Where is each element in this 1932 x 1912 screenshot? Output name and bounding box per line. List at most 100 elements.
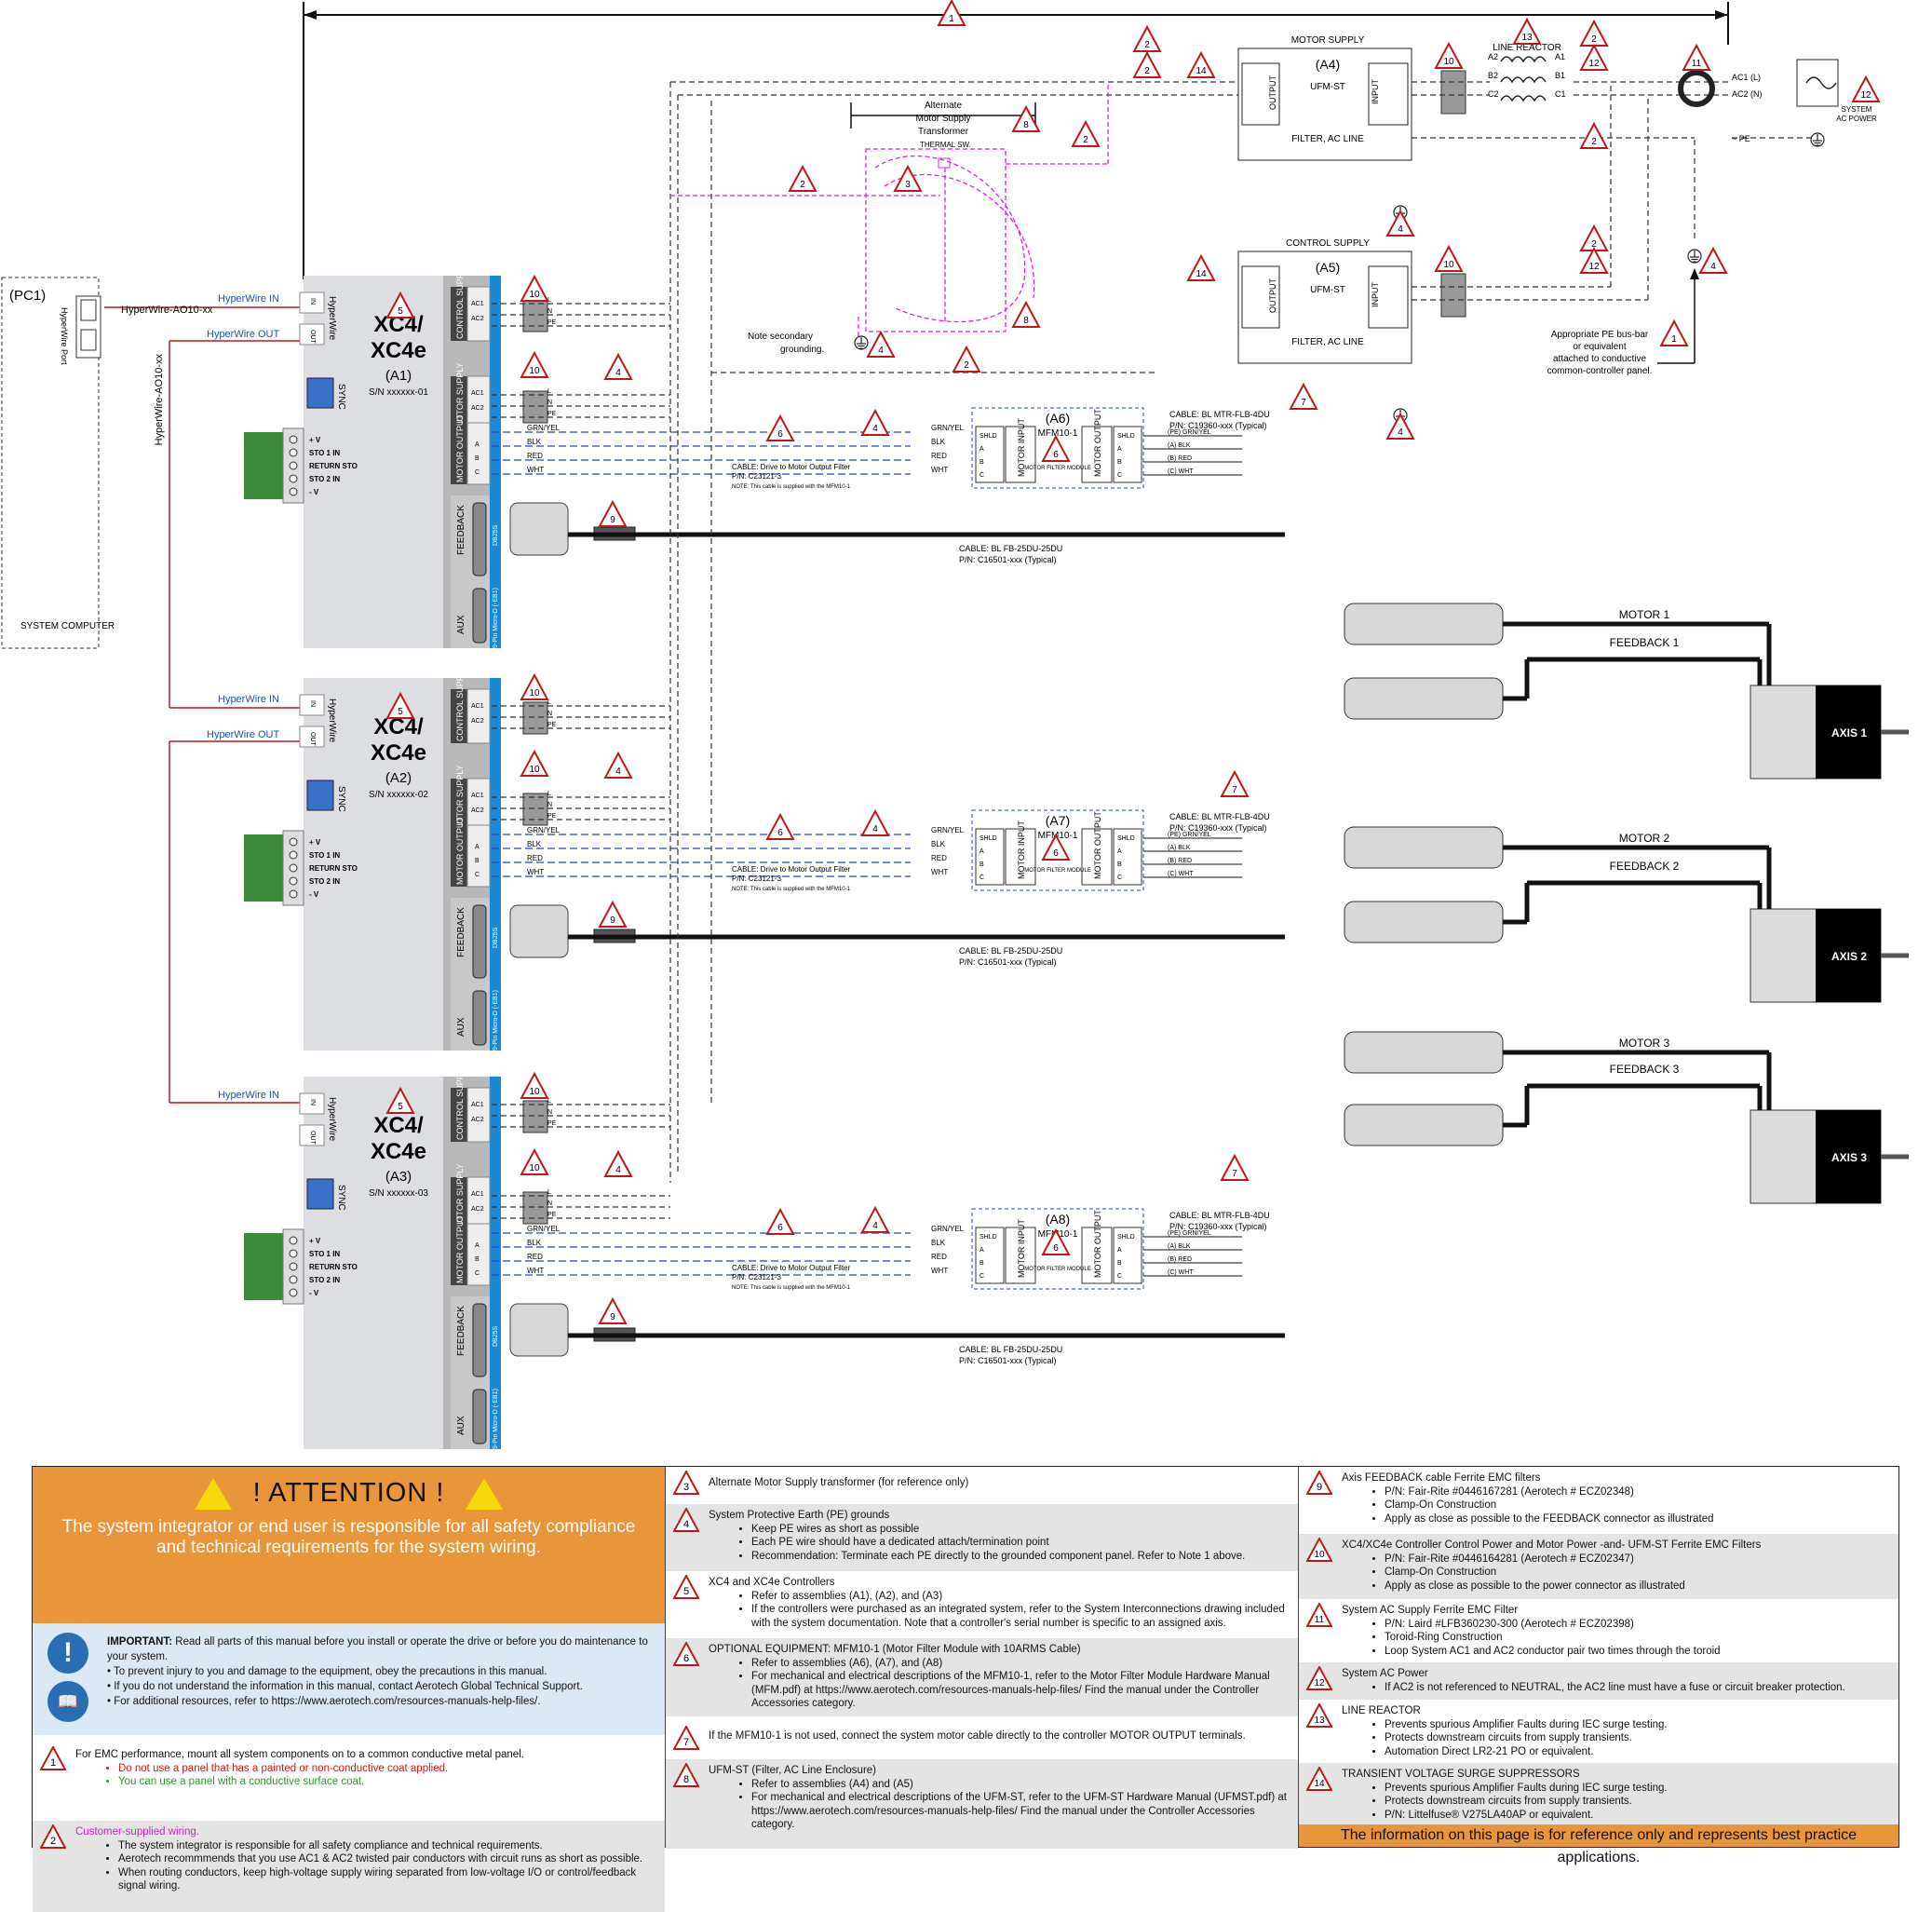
motor-wire-label: WHT (527, 868, 544, 876)
note-10-text: XC4/XC4e Controller Control Power and Mo… (1342, 1539, 1762, 1551)
pe-bus-note: Appropriate PE bus-bar or equivalent att… (1547, 330, 1653, 376)
svg-text:2: 2 (50, 1836, 56, 1847)
important-box: ! 📖 IMPORTANT: Read all parts of this ma… (33, 1623, 665, 1735)
filter-output-wire: (B) RED (1168, 1256, 1192, 1263)
supply-output: OUTPUT (1268, 75, 1277, 111)
svg-text:N: N (547, 1109, 552, 1116)
connector-block-label: MOTOR SUPPLY (455, 362, 465, 428)
axis-label: AXIS 2 (1831, 950, 1867, 963)
filter-output-wire: (B) RED (1168, 455, 1192, 462)
callout-13: 13 (1512, 17, 1542, 45)
exclamation-icon: ! (47, 1633, 88, 1674)
svg-text:PE: PE (547, 411, 557, 417)
ac2-label: AC2 (N) (1732, 89, 1763, 99)
svg-text:SHLD: SHLD (1117, 433, 1135, 440)
note-8-bullet-1: Refer to assemblies (A4) and (A5) (751, 1778, 1290, 1792)
svg-text:4: 4 (615, 368, 621, 378)
note-13-bullet-3: Automation Direct LR2-21 PO or equivalen… (1385, 1745, 1891, 1759)
svg-text:9: 9 (610, 515, 615, 525)
svg-text:3: 3 (683, 1482, 689, 1493)
svg-text:N: N (547, 1200, 552, 1207)
controller-sn: S/N xxxxxx-03 (369, 1188, 428, 1199)
svg-text:C: C (1117, 472, 1122, 479)
filter-module-id: (A6) (1046, 411, 1070, 426)
svg-text:RED: RED (931, 854, 947, 862)
connector-block-label: MOTOR SUPPLY (455, 1163, 465, 1229)
supply-id: (A4) (1316, 57, 1340, 72)
svg-text:10: 10 (529, 1087, 540, 1097)
sto-label: RETURN STO (309, 1263, 358, 1271)
svg-text:WHT: WHT (931, 1267, 948, 1275)
callout-2: 2 (1579, 19, 1609, 47)
motor-ac1-pin: AC1 (471, 793, 484, 799)
callout-0: 1 (937, 0, 966, 26)
svg-text:4: 4 (878, 346, 884, 356)
feedback-label: FEEDBACK (456, 505, 466, 555)
reactor-pin-b2: B2 (1488, 71, 1498, 80)
filter-output-wire: (C) WHT (1168, 871, 1194, 877)
connector-block-label: MOTOR OUTPUT (455, 414, 465, 482)
controller-name-2: XC4e (371, 1139, 426, 1164)
svg-text:10: 10 (529, 1163, 540, 1173)
note-7: 7 If the MFM10-1 is not used, connect th… (666, 1716, 1298, 1759)
callout-48: 9 (598, 499, 628, 527)
note-4: 4 System Protective Earth (PE) grounds K… (666, 1504, 1298, 1571)
filter-module-output: MOTOR OUTPUT (1093, 409, 1102, 477)
callout-22: 7 (1289, 382, 1318, 410)
filter-output-wire: (PE) GRN/YEL (1168, 832, 1211, 838)
note-2-bullet-3: When routing conductors, keep high-volta… (118, 1866, 657, 1893)
sto-label: STO 2 IN (309, 475, 340, 483)
pc-label: (PC1) (9, 288, 46, 304)
svg-text:WHT: WHT (931, 868, 948, 876)
note-6-bullet-2: For mechanical and electrical descriptio… (751, 1670, 1290, 1711)
motor-label: MOTOR 3 (1619, 1037, 1670, 1050)
hyperwire-out-port: OUT (309, 330, 316, 345)
motor-ac2-pin: AC2 (471, 807, 484, 814)
svg-text:PE: PE (547, 813, 557, 820)
svg-text:5: 5 (398, 306, 403, 317)
note-6-bullet-1: Refer to assemblies (A6), (A7), and (A8) (751, 1657, 1290, 1671)
callout-37: 4 (603, 751, 633, 779)
warning-triangle-icon (194, 1478, 232, 1511)
note-14-marker: 14 (1306, 1767, 1332, 1791)
svg-text:4: 4 (683, 1519, 689, 1530)
motor-b-pin: B (475, 455, 480, 462)
note-5-marker: 5 (673, 1575, 699, 1599)
note-2: 2 Customer-supplied wiring. The system i… (33, 1821, 665, 1912)
motor-wire-label: GRN/YEL (527, 1225, 561, 1233)
svg-text:9: 9 (610, 1312, 615, 1322)
callout-35: 10 (520, 1147, 549, 1175)
svg-text:B: B (1117, 861, 1122, 868)
callout-33: 10 (520, 749, 549, 777)
svg-text:2: 2 (1144, 40, 1150, 50)
svg-text:2: 2 (1083, 135, 1088, 145)
note-9-bullet-2: Clamp-On Construction (1385, 1498, 1891, 1512)
important-bullet-2: • If you do not understand the informati… (107, 1681, 583, 1692)
callout-46: 6 (1041, 833, 1071, 861)
note-8-marker: 8 (673, 1763, 699, 1787)
motor-a-pin: A (475, 1242, 480, 1249)
motor-label: MOTOR 1 (1619, 608, 1670, 621)
svg-text:6: 6 (683, 1653, 689, 1664)
svg-text:1: 1 (949, 14, 954, 24)
svg-text:6: 6 (1053, 450, 1059, 460)
callout-42: 6 (765, 414, 795, 441)
control-ac2-pin: AC2 (471, 718, 484, 725)
note-14-bullet-3: P/N: Littelfuse® V275LA40AP or equivalen… (1385, 1809, 1891, 1823)
sto-label: STO 2 IN (309, 1276, 340, 1284)
motor-wire-label: RED (527, 452, 543, 460)
svg-text:6: 6 (777, 828, 783, 838)
callout-1: 2 (1132, 24, 1162, 52)
svg-text:10: 10 (1314, 1550, 1325, 1560)
pc-port-label: HyperWire Port (60, 307, 69, 365)
cable-feedback-2: P/N: C16501-xxx (Typical) (959, 957, 1057, 967)
callout-30: 10 (520, 274, 549, 302)
svg-text:PE: PE (547, 319, 557, 326)
cable-feedback-1: CABLE: BL FB-25DU-25DU (959, 544, 1062, 553)
cable-motor-2: P/N: C19360-xxx (Typical) (1169, 421, 1267, 430)
note-12-marker: 12 (1306, 1666, 1332, 1690)
